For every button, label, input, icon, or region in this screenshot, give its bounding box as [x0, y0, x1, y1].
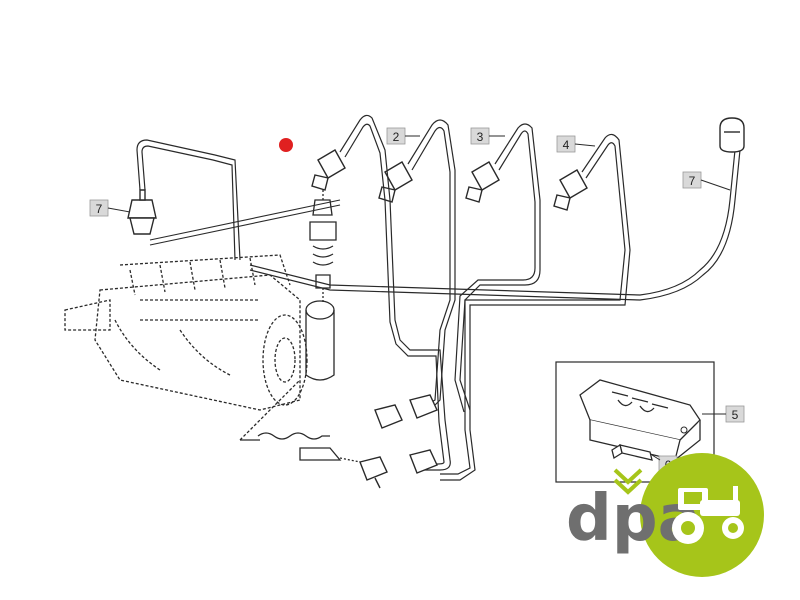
leak-off-fitting-right: [719, 117, 745, 153]
injector-nozzle-3: [465, 161, 500, 203]
injection-pump: [64, 254, 308, 411]
leak-off-fitting-left: [127, 189, 157, 235]
callout-label: 3: [477, 130, 484, 144]
inset-panel: [555, 361, 715, 483]
red-dot-marker: [279, 138, 293, 152]
dpa-logo: dpa: [566, 453, 764, 577]
chevron-down-icon: [613, 478, 643, 495]
union-nuts: [359, 394, 438, 489]
callout-2: 2: [386, 127, 420, 145]
callout-label: 4: [563, 138, 570, 152]
callout-label: 7: [96, 202, 103, 216]
tractor-icon: [678, 486, 740, 516]
injection-pipes: [136, 114, 741, 481]
gear-icon: [672, 512, 744, 544]
callout-label: 7: [689, 174, 696, 188]
callout-7-right: 7: [682, 171, 731, 191]
callout-4: 4: [556, 135, 596, 153]
injector-nozzle-2: [378, 161, 413, 203]
chevron-down-icon: [613, 468, 643, 485]
callout-3: 3: [470, 127, 505, 145]
callout-7-left: 7: [89, 199, 131, 217]
callout-5: 5: [702, 405, 745, 423]
callout-label: 2: [393, 130, 400, 144]
injector-nozzle-4: [553, 169, 588, 211]
injector-nozzle-1: [311, 149, 346, 191]
pump-inlet-fitting: [305, 300, 335, 381]
callout-label: 5: [732, 408, 739, 422]
delivery-valve-exploded-lower: [239, 379, 361, 463]
leader-lines: [149, 199, 341, 246]
